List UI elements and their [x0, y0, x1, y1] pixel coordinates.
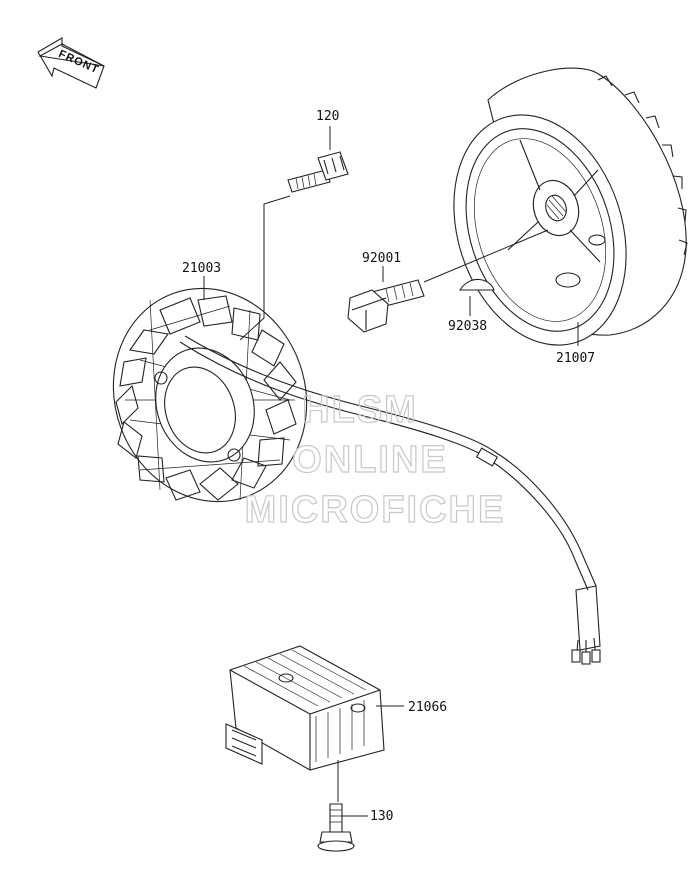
regulator-rectifier — [225, 645, 385, 771]
part-label-130: 130 — [370, 809, 393, 824]
bolt-120 — [287, 151, 349, 193]
stator — [112, 287, 601, 665]
flywheel-rotor — [453, 67, 688, 346]
bolt-130 — [317, 803, 355, 852]
watermark-line-3: MICROFICHE — [245, 489, 506, 531]
watermark-line-1: HLSM — [302, 389, 418, 431]
part-label-21007: 21007 — [556, 351, 595, 366]
watermark-line-2: ONLINE — [292, 439, 448, 481]
front-arrow-icon: FRONT — [37, 37, 105, 89]
woodruff-key — [459, 278, 495, 291]
leader-lines — [203, 126, 579, 817]
part-label-92001: 92001 — [362, 251, 401, 266]
watermark: HLSM ONLINE MICROFICHE — [244, 388, 506, 531]
part-labels: 120 21003 92001 92038 21007 21066 130 — [182, 109, 595, 824]
part-label-21003: 21003 — [182, 261, 221, 276]
flywheel-bolt — [347, 279, 425, 333]
part-label-92038: 92038 — [448, 319, 487, 334]
part-label-21066: 21066 — [408, 700, 447, 715]
part-label-120: 120 — [316, 109, 339, 124]
